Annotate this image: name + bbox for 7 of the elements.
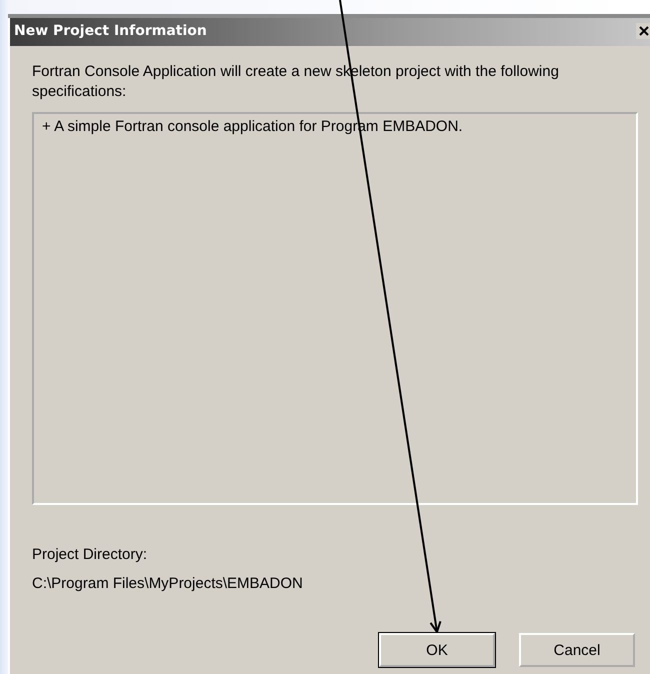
- field-label: Project Directory:: [32, 546, 148, 563]
- dialog-window: [8, 18, 650, 674]
- ok-button: OK: [379, 633, 495, 667]
- arrow: [339, 0, 442, 633]
- directory-path: C:\Program Files\MyProjects\EMBADON: [32, 575, 303, 592]
- cancel-button: Cancel: [519, 633, 635, 667]
- dialog-title: New Project Information: [14, 23, 207, 39]
